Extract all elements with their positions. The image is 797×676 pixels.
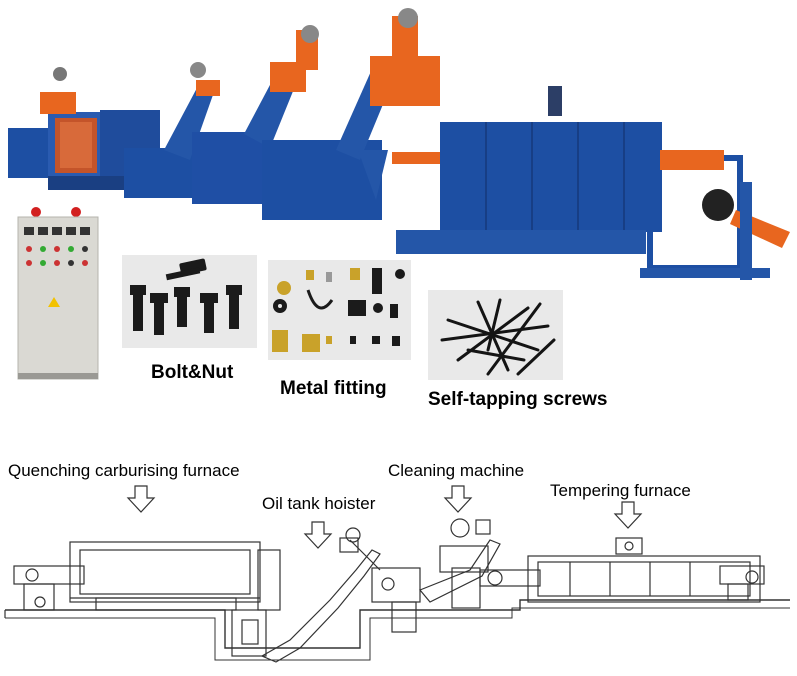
bolt-nut-label: Bolt&Nut [151,362,234,383]
metal-fitting-label: Metal fitting [280,378,387,399]
tempering-furnace-machine [392,86,790,280]
self-tapping-screws-photo [428,290,563,380]
down-arrow-icon [443,485,473,513]
process-line-diagram [4,485,790,663]
quenching-furnace-label: Quenching carburising furnace [8,461,240,480]
metal-fitting-photo [268,260,411,360]
oil-tank-hoister-label: Oil tank hoister [262,494,376,513]
cleaning-machine [192,8,440,220]
tempering-furnace-label: Tempering furnace [550,481,691,500]
bolt-nut-photo [122,255,257,348]
cleaning-machine-label: Cleaning machine [388,461,525,480]
control-cabinet-photo [17,207,99,380]
production-line-photo [8,8,790,280]
down-arrow-icon [613,501,643,529]
oil-tank-hoister-machine [124,62,220,198]
self-tapping-screws-label: Self-tapping screws [428,389,608,410]
down-arrow-icon [303,521,333,549]
down-arrow-icon [126,485,156,513]
